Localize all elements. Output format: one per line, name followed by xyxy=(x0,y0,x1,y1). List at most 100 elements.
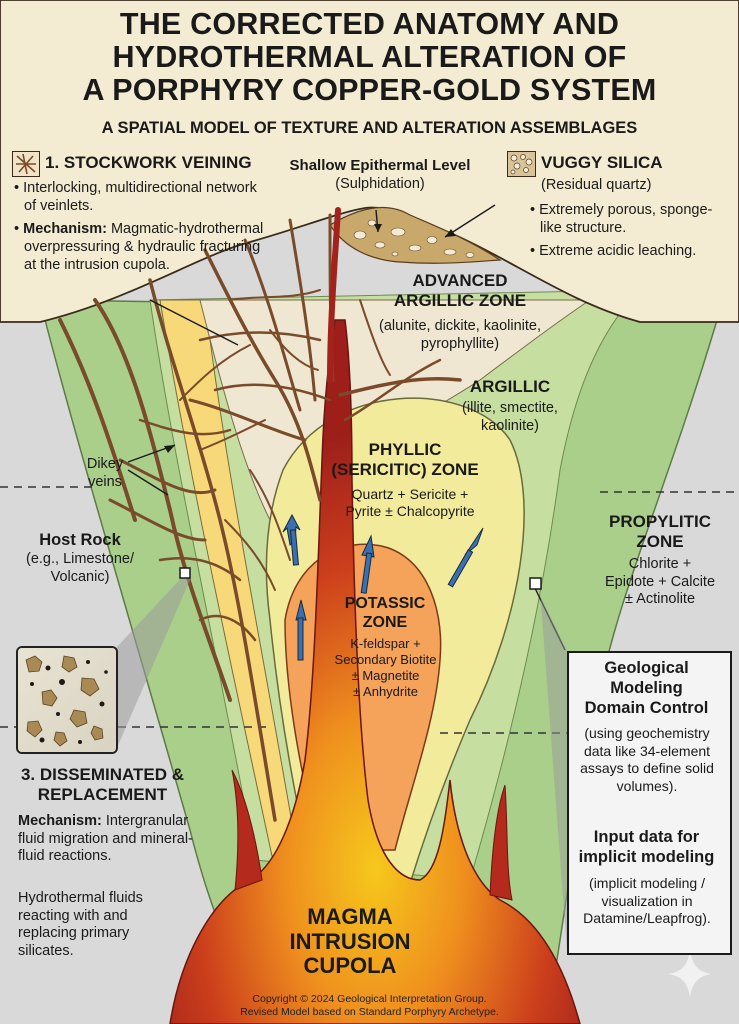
dikey-veins-1: Dikey xyxy=(86,456,124,472)
page-subtitle: A SPATIAL MODEL OF TEXTURE AND ALTERATIO… xyxy=(101,119,638,137)
stockwork-icon xyxy=(12,151,40,177)
advanced-argillic-minerals: (alunite, dickite, kaolinite, pyrophylli… xyxy=(350,318,570,353)
potassic-minerals-4: ± Anhydrite xyxy=(353,683,418,699)
propylitic-title-2: ZONE xyxy=(636,532,684,552)
bullet-dot: • xyxy=(14,221,20,238)
footer-line-1: Copyright © 2024 Geological Interpretati… xyxy=(252,993,487,1005)
stockwork-veins xyxy=(58,213,462,822)
propylitic-minerals-3: ± Actinolite xyxy=(624,591,696,608)
disseminated-heading-2: REPLACEMENT xyxy=(37,785,168,805)
disseminated-mechanism: Mechanism: Intergranular fluid migration… xyxy=(18,813,218,866)
phyllic-title-1: PHYLLIC xyxy=(368,440,442,459)
argillic-title: ARGILLIC xyxy=(469,377,551,396)
disseminated-paragraph: Hydrothermal fluids reacting with and re… xyxy=(18,890,143,960)
argillic-minerals: (illite, smectite, kaolinite) xyxy=(440,400,580,435)
propylitic-minerals: Chlorite + Epidote + Calcite ± Actinolit… xyxy=(585,556,735,609)
dikey-veins-2: veins xyxy=(88,473,122,490)
footer-line-2: Revised Model based on Standard Porphyry… xyxy=(240,1005,499,1018)
stockwork-bullet-2: • Mechanism: Magmatic-hydrothermal overp… xyxy=(14,221,264,274)
phyllic-title: PHYLLIC (SERICITIC) ZONE xyxy=(320,440,490,481)
propylitic-sample-cone xyxy=(535,585,567,951)
epithermal-title: Shallow Epithermal Level xyxy=(289,157,471,174)
modeling-desc: (using geochemistry data like 34-element… xyxy=(580,725,714,794)
modeling-title: Geological Modeling Domain Control xyxy=(569,659,724,718)
stockwork-bullet-1: • Interlocking, multidirectional network… xyxy=(14,180,264,215)
phyllic-title-2: (SERICITIC) ZONE xyxy=(331,460,479,480)
sparkle-icon xyxy=(668,950,712,998)
host-rock-sample-marker xyxy=(179,567,191,579)
vuggy-bullet-2: • Extreme acidic leaching. xyxy=(530,243,730,261)
stockwork-mechanism-text: Magmatic-hydrothermal overpressuring & h… xyxy=(24,221,264,273)
bullet-dot: • xyxy=(530,243,536,260)
modeling-panel: Geological Modeling Domain Control (usin… xyxy=(567,651,732,955)
potassic-minerals-1: K-feldspar + xyxy=(350,636,421,651)
magma-label: MAGMA INTRUSION CUPOLA xyxy=(270,904,430,979)
vuggy-silica-sub: (Residual quartz) xyxy=(541,177,652,193)
epithermal-cap xyxy=(0,0,739,323)
potassic-minerals: K-feldspar + Secondary Biotite ± Magneti… xyxy=(318,636,453,699)
phyllic-minerals-2: Pyrite ± Chalcopyrite xyxy=(345,503,475,520)
propylitic-title-1: PROPYLITIC xyxy=(608,512,711,531)
stockwork-bullet-1-text: Interlocking, multidirectional network o… xyxy=(23,180,257,214)
disseminated-heading: 3. DISSEMINATED & REPLACEMENT xyxy=(10,765,195,806)
magma-intrusion xyxy=(169,319,581,1024)
disseminated-heading-1: 3. DISSEMINATED & xyxy=(20,765,185,784)
potassic-minerals-3: ± Magnetite xyxy=(351,667,420,683)
reference-lines xyxy=(0,486,739,734)
modeling-title-1: Geological xyxy=(604,659,689,677)
fluid-flow-arrows xyxy=(282,513,484,661)
vuggy-silica-pores xyxy=(353,219,475,258)
advanced-argillic-title: ADVANCED ARGILLIC ZONE xyxy=(360,271,560,312)
input-data-title-2: implicit modeling xyxy=(578,847,715,866)
vuggy-bullet-2-text: Extreme acidic leaching. xyxy=(539,243,697,260)
argillic-minerals-1: (illite, smectite, xyxy=(462,400,558,416)
arrowheads xyxy=(164,224,456,453)
propylitic-sample-marker xyxy=(529,577,542,590)
advanced-argillic-minerals-1: (alunite, dickite, kaolinite, xyxy=(379,318,541,334)
vuggy-silica-bullets: • Extremely porous, sponge-like structur… xyxy=(530,202,730,267)
magma-label-2: INTRUSION xyxy=(289,928,411,954)
central-feeder-vein xyxy=(327,207,341,383)
disseminated-mechanism-text: Intergranular fluid migration and minera… xyxy=(18,813,193,865)
vuggy-bullet-1: • Extremely porous, sponge-like structur… xyxy=(530,202,730,237)
vuggy-bullet-1-text: Extremely porous, sponge-like structure. xyxy=(539,202,713,236)
dikey-veins-label: Dikey veins xyxy=(75,456,135,491)
disseminated-texture-inset xyxy=(16,646,118,754)
magma-label-1: MAGMA xyxy=(307,904,393,929)
stockwork-heading: 1. STOCKWORK VEINING xyxy=(45,153,252,172)
input-data-title-1: Input data for xyxy=(593,828,700,846)
bullet-dot: • xyxy=(530,202,536,218)
potassic-title-2: ZONE xyxy=(362,614,408,632)
vuggy-silica-icon xyxy=(507,151,536,177)
host-rock-sub-1: (e.g., Limestone/ xyxy=(26,551,134,567)
input-data-title: Input data for implicit modeling xyxy=(569,828,724,868)
page-title: THE CORRECTED ANATOMY AND HYDROTHERMAL A… xyxy=(0,8,739,107)
vuggy-silica-heading: VUGGY SILICA xyxy=(541,153,663,172)
magma-spike-right xyxy=(489,784,513,901)
potassic-minerals-2: Secondary Biotite xyxy=(334,651,437,667)
host-rock-sub-2: Volcanic) xyxy=(50,568,110,585)
host-rock-sample-cone xyxy=(116,574,190,750)
magma-label-3: CUPOLA xyxy=(303,953,397,979)
advanced-argillic-title-2: ARGILLIC ZONE xyxy=(393,291,527,311)
advanced-argillic-minerals-2: pyrophyllite) xyxy=(420,335,500,352)
potassic-title-1: POTASSIC xyxy=(344,595,426,612)
modeling-title-2: Modeling xyxy=(610,678,683,697)
propylitic-title: PROPYLITIC ZONE xyxy=(590,512,730,553)
stockwork-mechanism-label: Mechanism: xyxy=(23,221,107,238)
title-line-2: HYDROTHERMAL ALTERATION OF xyxy=(112,39,627,74)
title-line-3: A PORPHYRY COPPER-GOLD SYSTEM xyxy=(82,72,657,107)
stockwork-text: • Interlocking, multidirectional network… xyxy=(14,180,264,280)
footer: Copyright © 2024 Geological Interpretati… xyxy=(0,993,739,1018)
disseminated-mechanism-label: Mechanism: xyxy=(18,813,102,829)
potassic-title: POTASSIC ZONE xyxy=(325,594,445,632)
argillic-minerals-2: kaolinite) xyxy=(480,417,540,434)
magma-spike-left xyxy=(231,769,263,891)
propylitic-minerals-2: Epidote + Calcite xyxy=(604,573,716,590)
title-line-1: THE CORRECTED ANATOMY AND xyxy=(119,7,620,41)
host-rock-sub: (e.g., Limestone/ Volcanic) xyxy=(10,551,150,586)
host-rock-title: Host Rock xyxy=(39,531,121,549)
epithermal-sub: (Sulphidation) xyxy=(335,176,425,192)
